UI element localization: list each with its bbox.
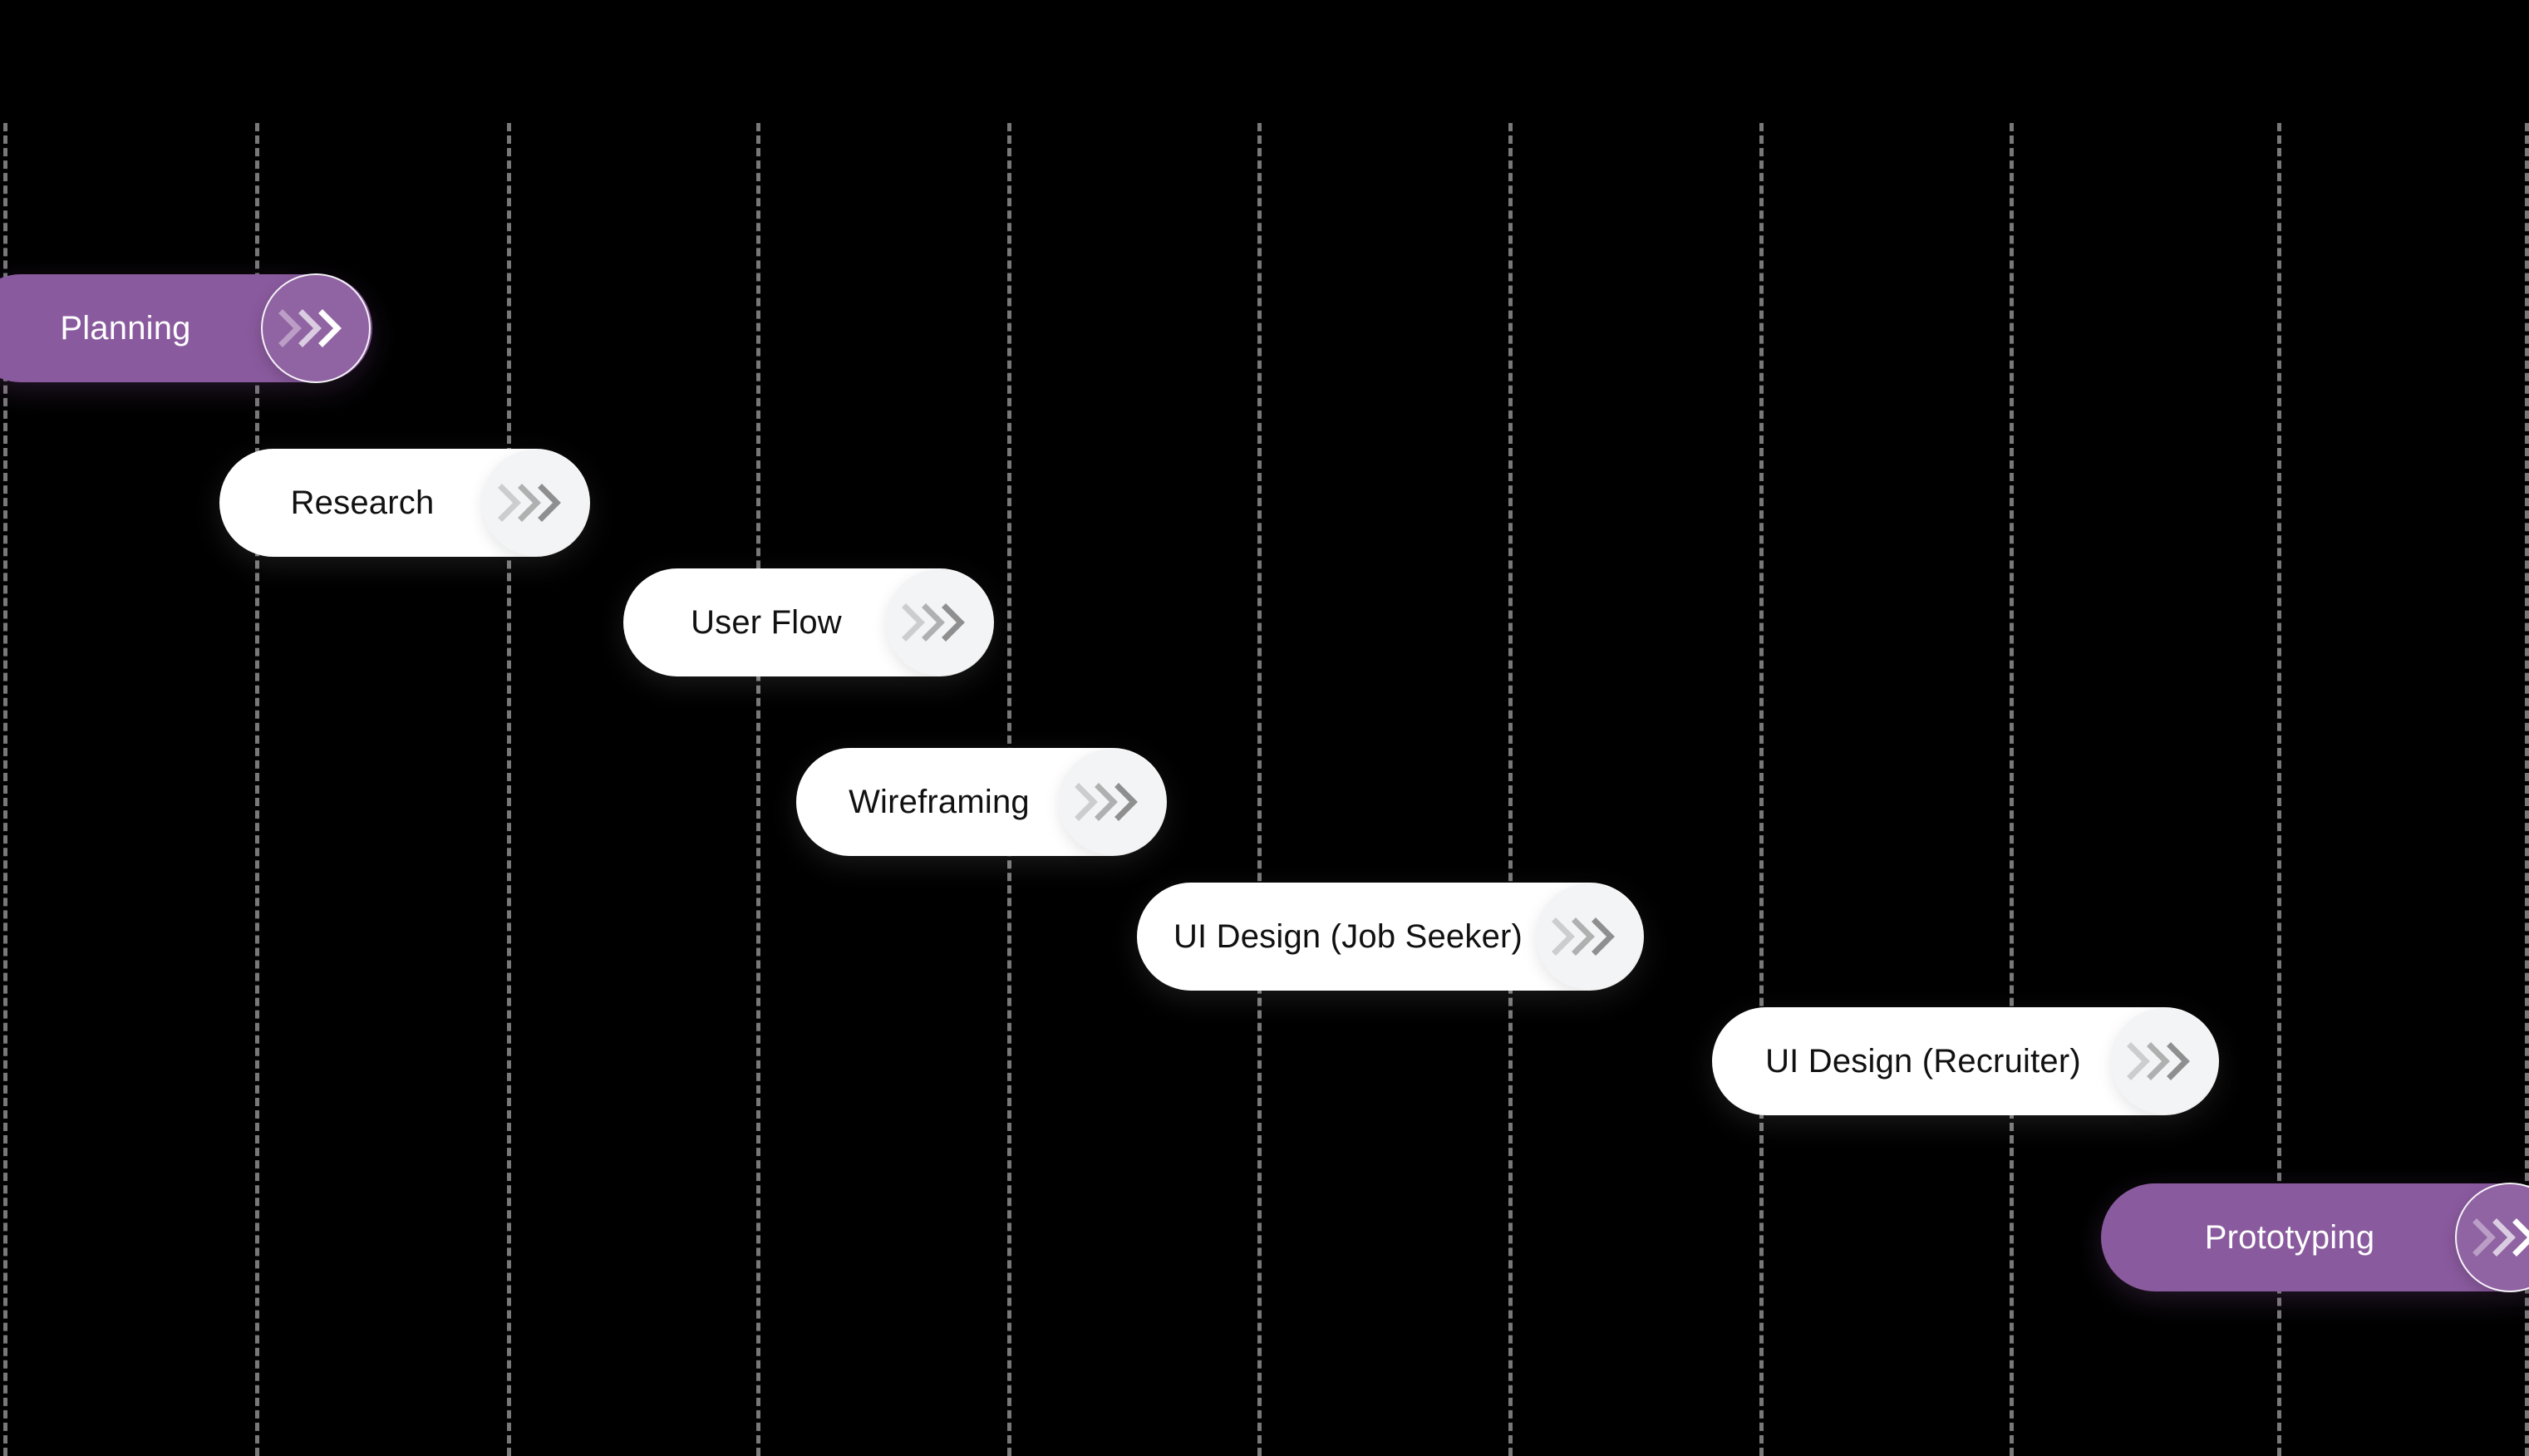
gridline-2 (507, 123, 511, 1456)
phase-label: User Flow (691, 603, 842, 641)
phase-pill[interactable]: Prototyping (2101, 1183, 2529, 1292)
triple-chevron-icon[interactable] (482, 450, 588, 556)
phase-pill[interactable]: UI Design (Job Seeker) (1137, 883, 1644, 991)
gridline-3 (756, 123, 760, 1456)
phase-pill[interactable]: UI Design (Recruiter) (1712, 1007, 2219, 1115)
triple-chevron-icon[interactable] (2455, 1183, 2529, 1292)
phase-label: Prototyping (2204, 1218, 2375, 1256)
triple-chevron-icon[interactable] (2111, 1008, 2217, 1114)
phase-label: Research (290, 484, 435, 521)
phase-pill[interactable]: Research (219, 449, 590, 557)
phase-label: UI Design (Job Seeker) (1173, 917, 1523, 955)
triple-chevron-icon[interactable] (1536, 883, 1642, 990)
phase-pill[interactable]: Wireframing (796, 748, 1167, 856)
phase-label: Wireframing (849, 783, 1030, 820)
triple-chevron-icon[interactable] (261, 273, 371, 383)
phase-label: UI Design (Recruiter) (1765, 1042, 2081, 1080)
gridline-7 (1759, 123, 1764, 1456)
triple-chevron-icon[interactable] (886, 569, 992, 676)
gridline-5 (1257, 123, 1262, 1456)
gridline-8 (2010, 123, 2014, 1456)
phase-pill[interactable]: User Flow (623, 568, 994, 676)
phase-label: Planning (60, 309, 191, 347)
gridline-6 (1508, 123, 1513, 1456)
phase-pill[interactable]: Planning (0, 273, 372, 383)
triple-chevron-icon[interactable] (1059, 749, 1165, 855)
